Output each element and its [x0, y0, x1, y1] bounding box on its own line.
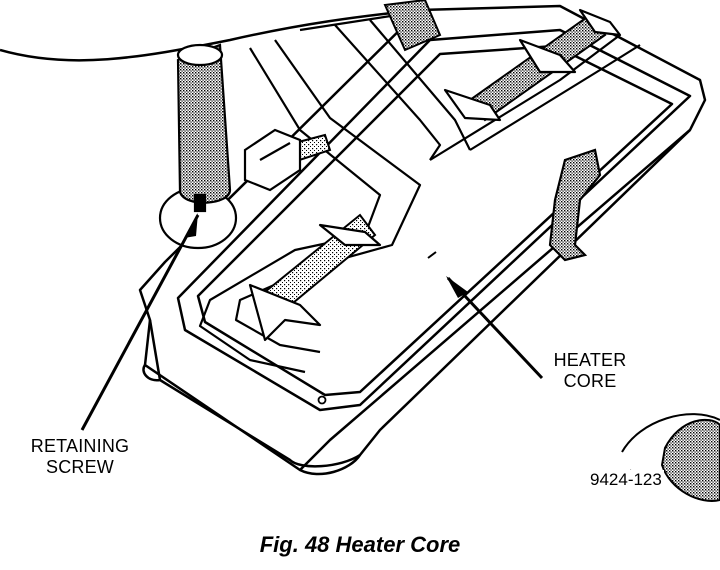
- hose-clamp: [548, 148, 602, 262]
- heater-core-label-line-2: CORE: [563, 371, 617, 391]
- heater-core-label: HEATER CORE: [540, 350, 640, 392]
- heater-core-leader: [446, 276, 544, 380]
- retaining-screw-arrowhead: [184, 213, 198, 238]
- figure-number: 9424-123: [588, 470, 664, 490]
- leader-lines: [80, 214, 544, 431]
- heater-core-arrowhead: [446, 276, 468, 298]
- core-fins: [248, 8, 622, 342]
- retaining-screw-label: RETAINING SCREW: [20, 436, 140, 478]
- heater-core-housing: [138, 4, 707, 476]
- figure-caption: Fig. 48 Heater Core: [259, 532, 461, 557]
- retaining-screw-label-line-2: SCREW: [46, 457, 114, 477]
- retaining-screw-label-line-1: RETAINING: [30, 436, 130, 456]
- heater-core-illustration: [0, 0, 720, 502]
- small-mark: [427, 251, 437, 259]
- mounting-bracket: [243, 128, 302, 192]
- retaining-screw-leader: [80, 214, 200, 431]
- upper-pipe: [383, 0, 442, 52]
- heater-core-label-line-1: HEATER: [553, 350, 627, 370]
- drain-hole: [317, 395, 327, 405]
- leader-arrowheads: [184, 213, 468, 298]
- dash-curve: [0, 8, 421, 62]
